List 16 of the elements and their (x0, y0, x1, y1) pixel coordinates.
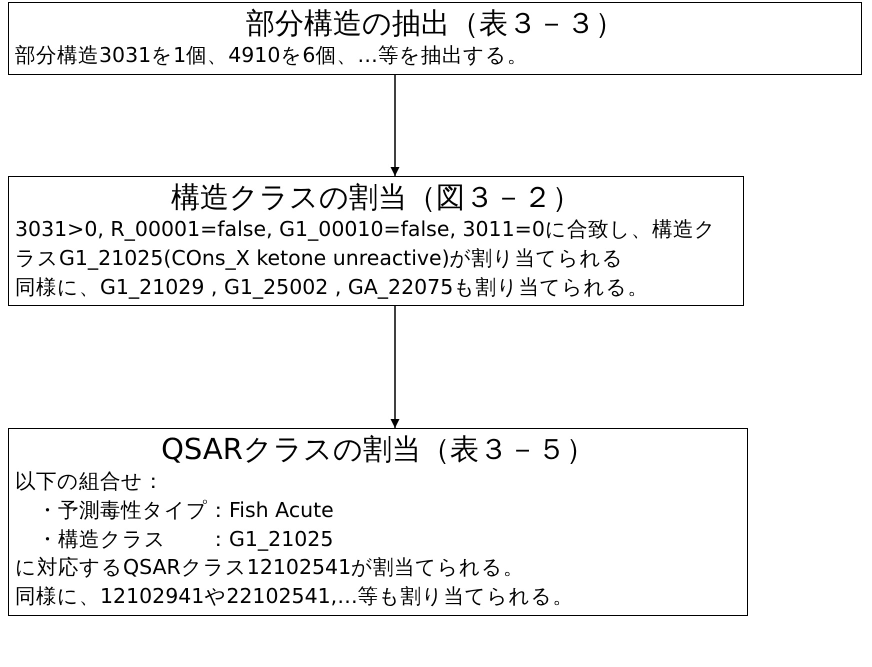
process-box (8, 176, 744, 306)
box-text: 同様に、12102941や22102541,…等も割り当てられる。 (15, 583, 575, 610)
arrow (390, 306, 400, 428)
box-text: ・予測毒性タイプ：Fish Acute (36, 496, 335, 524)
arrow (390, 75, 400, 176)
box-text: 同様に、G1_21029 , G1_25002 , GA_22075も割り当てられる。 (15, 274, 650, 301)
process-box (8, 428, 748, 616)
box-text: に対応するQSARクラス12102541が割当てられる。 (15, 554, 526, 582)
box-text: 以下の組合せ： (15, 468, 165, 496)
process-box (8, 2, 862, 75)
box-heading: QSARクラスの割当（表３－５） (160, 431, 596, 468)
box-text: 3031>0, R_00001=false, G1_00010=false, 3011=0に合致し、構造クラスG1_21025(COns_X ketone unreactive)が割り当てられる (15, 216, 717, 272)
box-heading: 構造クラスの割当（図３－２） (170, 179, 582, 216)
box-text: ・構造クラス ：G1_21025 (36, 526, 334, 553)
box-text: 部分構造3031を1個、4910を6個、…等を抽出する。 (15, 42, 529, 70)
box-heading: 部分構造の抽出（表３－３） (245, 5, 625, 42)
